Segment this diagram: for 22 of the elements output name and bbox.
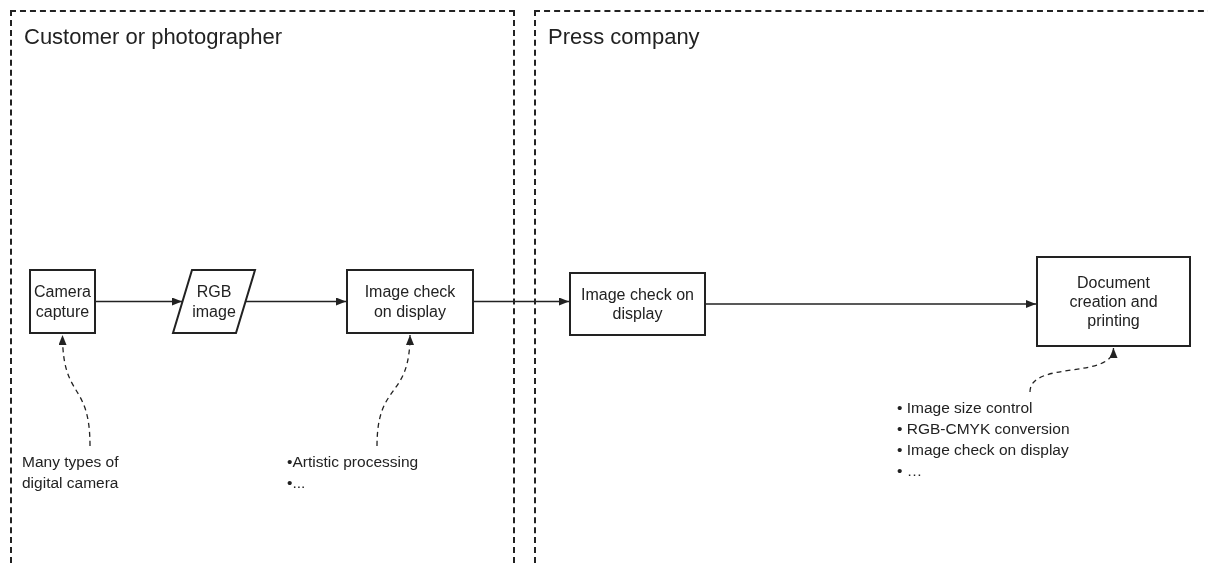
note-text: • Image size control — [897, 398, 1034, 418]
process-box: Image check on display — [569, 272, 706, 336]
note-text: •... — [287, 472, 307, 493]
dashed-arrow — [58, 334, 91, 447]
process-box: Image check on display — [346, 269, 474, 334]
note-text: • Image check on display — [897, 439, 1070, 460]
arrow — [95, 297, 183, 306]
data-parallelogram: RGB image — [172, 269, 256, 334]
lane-heading: Press company — [548, 24, 700, 50]
process-box: Camera capture — [29, 269, 96, 334]
note-text: • … — [897, 460, 924, 481]
note-text: • RGB-CMYK conversion — [897, 418, 1071, 439]
note-text: •Artistic processing — [287, 452, 420, 472]
arrow — [245, 297, 347, 306]
dashed-arrow — [376, 334, 414, 447]
swimlane-region — [10, 10, 515, 563]
lane-heading: Customer or photographer — [24, 24, 283, 50]
dashed-arrow — [1029, 347, 1116, 393]
arrow — [705, 300, 1037, 308]
arrow — [473, 297, 570, 306]
process-box: Document creation and printing — [1036, 256, 1191, 347]
note-text: Many types of digital camera — [22, 452, 120, 493]
